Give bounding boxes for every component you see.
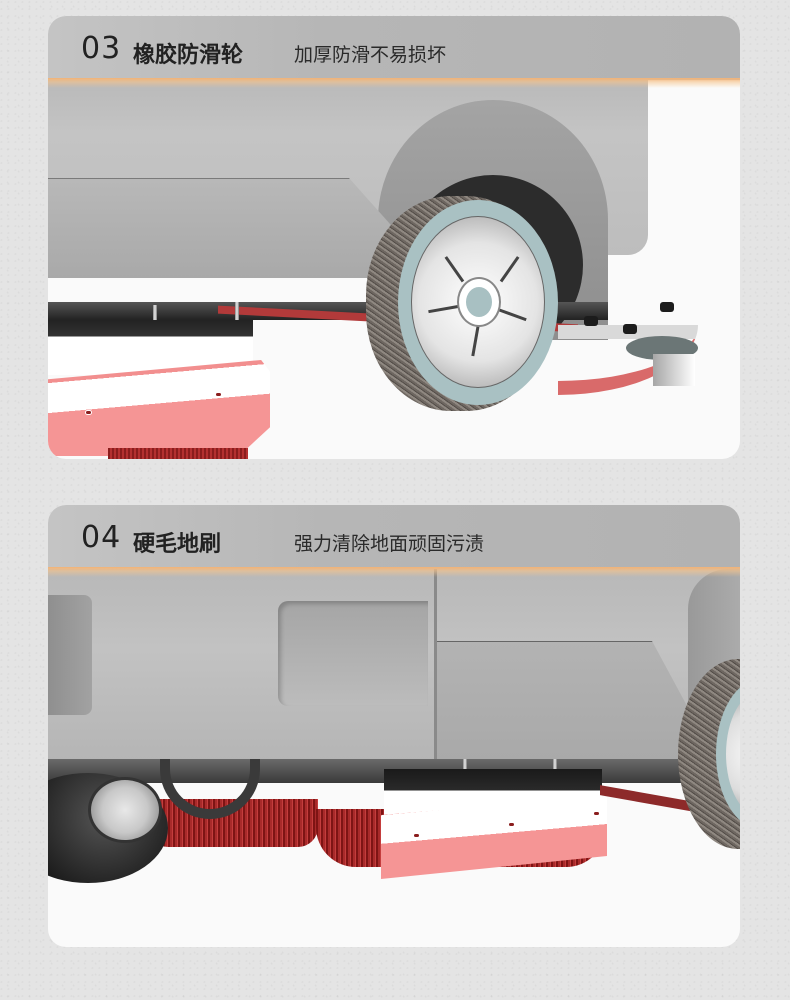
feature-number: 04: [81, 520, 122, 555]
brush-rod: [235, 302, 239, 332]
bolt-icon: [215, 392, 222, 397]
body-recess: [48, 595, 92, 715]
tow-handle: [160, 759, 260, 819]
feature-subtitle: 加厚防滑不易损坏: [294, 44, 447, 66]
feature-title: 橡胶防滑轮: [133, 43, 244, 68]
wheel-hub: [88, 777, 162, 843]
side-panel: [48, 178, 398, 278]
side-panel: [437, 641, 687, 759]
hub-cap: [466, 287, 492, 317]
knob-icon: [584, 316, 598, 326]
body-recess: [278, 601, 428, 706]
knob-icon: [623, 324, 637, 334]
squeegee-bracket: [653, 354, 695, 386]
product-image-wheel: [48, 80, 740, 459]
feature-title: 硬毛地刷: [133, 532, 222, 557]
brush-guard: [48, 360, 270, 456]
bolt-icon: [508, 822, 515, 827]
feature-header: 04 硬毛地刷 强力清除地面顽固污渍: [48, 505, 740, 577]
bolt-icon: [413, 833, 420, 838]
body-seam: [434, 569, 437, 759]
feature-card-anti-slip-wheel: 03 橡胶防滑轮 加厚防滑不易损坏: [48, 16, 740, 459]
feature-subtitle: 强力清除地面顽固污渍: [294, 533, 485, 555]
feature-card-hard-bristle-brush: 04 硬毛地刷 强力清除地面顽固污渍: [48, 505, 740, 947]
brush-bristles: [108, 448, 248, 459]
bolt-icon: [593, 811, 600, 816]
feature-header: 03 橡胶防滑轮 加厚防滑不易损坏: [48, 16, 740, 88]
product-image-brush: [48, 569, 740, 947]
knob-icon: [660, 302, 674, 312]
feature-number: 03: [81, 31, 122, 66]
bolt-icon: [85, 410, 92, 415]
